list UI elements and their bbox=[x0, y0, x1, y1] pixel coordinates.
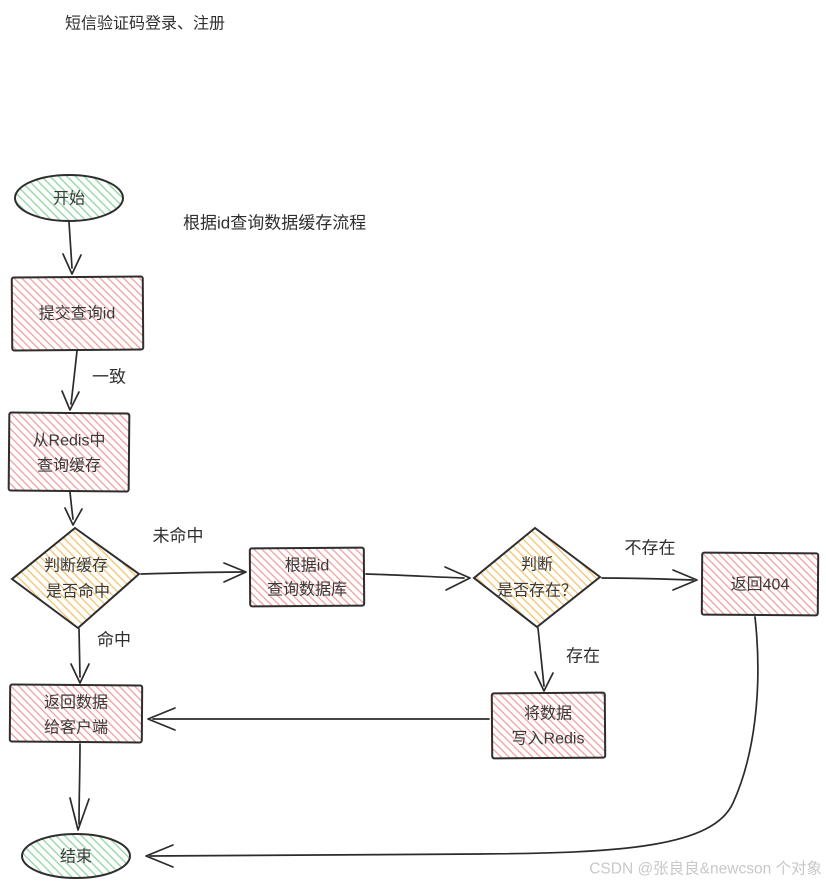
cache-hit-label-line1: 判断缓存 bbox=[44, 557, 108, 575]
return-404-label: 返回404 bbox=[731, 576, 790, 594]
edge-hit-returndata bbox=[78, 628, 81, 678]
exists-label-line1: 判断 bbox=[521, 556, 553, 574]
arrowhead-down-icon bbox=[534, 671, 554, 692]
return-data-rect bbox=[8, 683, 144, 744]
diagram-subtitle: 根据id查询数据缓存流程 bbox=[183, 214, 366, 233]
arrowhead-right-icon bbox=[672, 569, 698, 591]
node-submit-query: 提交查询id bbox=[10, 275, 145, 352]
edge-label-match: 一致 bbox=[92, 368, 126, 387]
write-redis-label-line2: 写入Redis bbox=[512, 731, 585, 748]
arrowhead-right-icon bbox=[444, 566, 471, 591]
node-return-404: 返回404 bbox=[700, 551, 820, 617]
arrowhead-down-icon bbox=[64, 507, 83, 526]
submit-query-rect bbox=[10, 275, 145, 352]
submit-query-label: 提交查询id bbox=[39, 305, 115, 323]
edges-layer: 一致 未命中 命中 不存在 存在 bbox=[61, 221, 759, 868]
arrowhead-left-icon bbox=[147, 707, 176, 731]
node-cache-hit-decision: 判断缓存 是否命中 bbox=[10, 526, 141, 630]
db-query-rect bbox=[248, 546, 366, 608]
arrowhead-down-icon bbox=[70, 663, 90, 684]
node-start: 开始 bbox=[14, 174, 124, 222]
exists-label-line2: 是否存在？ bbox=[497, 582, 577, 600]
db-query-label-line2: 查询数据库 bbox=[267, 581, 347, 599]
write-redis-rect bbox=[490, 691, 607, 760]
edge-redis-decision bbox=[69, 491, 74, 520]
edge-start-submit bbox=[68, 221, 73, 269]
edge-notexists-404 bbox=[601, 577, 694, 581]
node-exists-decision: 判断 是否存在？ bbox=[472, 526, 602, 629]
edge-label-exists: 存在 bbox=[566, 647, 600, 666]
node-end: 结束 bbox=[21, 833, 131, 879]
redis-query-label-line1: 从Redis中 bbox=[33, 432, 106, 450]
node-return-data: 返回数据 给客户端 bbox=[8, 683, 144, 744]
arrowhead-left-icon bbox=[145, 844, 174, 868]
db-query-label-line1: 根据id bbox=[285, 557, 329, 575]
start-ellipse bbox=[14, 174, 124, 222]
edge-dbquery-exists bbox=[365, 573, 465, 579]
arrowhead-down-icon bbox=[62, 253, 82, 275]
cache-hit-label-line2: 是否命中 bbox=[46, 583, 110, 601]
cache-hit-diamond bbox=[10, 526, 141, 630]
edge-miss-dbquery bbox=[140, 571, 244, 575]
exists-diamond bbox=[472, 526, 602, 629]
page-title: 短信验证码登录、注册 bbox=[65, 15, 225, 33]
arrowhead-down-icon bbox=[61, 390, 80, 411]
edge-label-not-exists: 不存在 bbox=[625, 539, 676, 558]
edge-label-cache-miss: 未命中 bbox=[153, 527, 204, 546]
arrowhead-down-icon bbox=[69, 797, 90, 831]
return-data-label-line2: 给客户端 bbox=[44, 719, 108, 737]
node-redis-query: 从Redis中 查询缓存 bbox=[7, 411, 131, 493]
node-db-query: 根据id 查询数据库 bbox=[248, 546, 366, 608]
arrowhead-right-icon bbox=[223, 562, 247, 583]
redis-query-label-line2: 查询缓存 bbox=[37, 457, 101, 475]
end-label: 结束 bbox=[60, 848, 92, 866]
edge-label-cache-hit: 命中 bbox=[97, 631, 131, 650]
node-write-redis: 将数据 写入Redis bbox=[490, 691, 607, 760]
edge-returndata-end bbox=[78, 743, 81, 825]
return-data-label-line1: 返回数据 bbox=[44, 694, 108, 712]
watermark: CSDN @张良良&newcson 个对象 bbox=[589, 860, 822, 878]
edge-submit-redis bbox=[70, 350, 78, 405]
redis-query-rect bbox=[7, 411, 131, 493]
edge-404-end bbox=[149, 616, 759, 857]
return-404-rect bbox=[700, 551, 820, 617]
end-ellipse bbox=[21, 833, 131, 879]
start-label: 开始 bbox=[53, 190, 85, 208]
write-redis-label-line1: 将数据 bbox=[524, 705, 572, 723]
edge-exists-writeredis bbox=[537, 627, 545, 687]
